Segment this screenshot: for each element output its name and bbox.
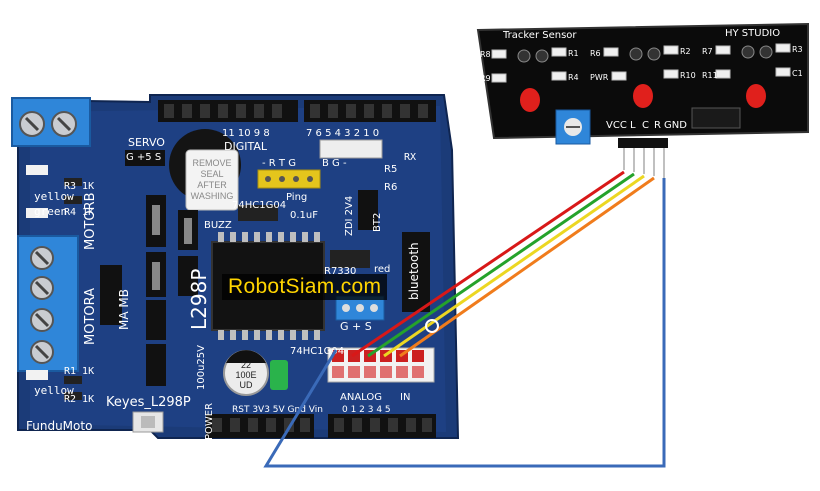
sticker-line-4: WASHING <box>191 191 234 201</box>
tracker-sensor-board: Tracker Sensor HY STUDIO R8 R1 R9 R4 R6 … <box>476 22 809 178</box>
resistor-r3: R3 1K <box>64 181 94 192</box>
cap-label: 0.1uF <box>290 210 318 221</box>
servo-pins-label: G +5 S <box>126 152 161 163</box>
tr-r7: R7 <box>702 47 713 56</box>
gs-label: G + S <box>340 320 372 333</box>
tracker-title: Tracker Sensor <box>502 30 577 41</box>
zdi-label: ZDI 2V4 <box>344 196 355 236</box>
servo-label: SERVO <box>128 136 165 149</box>
ping-pins-label: - R T G <box>262 158 296 169</box>
power-label: POWER <box>204 403 215 440</box>
resistor-r7330: R7330 <box>324 266 356 277</box>
ping-label: Ping <box>286 192 307 203</box>
wire-left <box>367 172 635 358</box>
ma-mb-label: MA MB <box>117 289 131 330</box>
led-label-yellow-2: yellow <box>34 384 74 397</box>
resistor-r1: R1 1K <box>64 366 94 377</box>
power-header <box>206 414 314 438</box>
tr-r10: R10 <box>680 71 696 80</box>
wire-vcc <box>351 170 625 358</box>
bt2-label: BT2 <box>372 213 383 232</box>
tr-pwr: PWR <box>590 73 609 82</box>
sticker-line-3: AFTER <box>197 180 227 190</box>
power-pins-label: RST 3V3 5V Gnd Vin <box>232 405 323 415</box>
pin-vcc: VCC <box>606 120 627 131</box>
tr-r2: R2 <box>680 47 691 56</box>
sticker-line-1: REMOVE <box>192 158 231 168</box>
tr-r3: R3 <box>792 45 803 54</box>
wire-center <box>383 174 645 358</box>
tr-c1: C1 <box>792 69 803 78</box>
wire-right <box>399 176 655 358</box>
tr-r11: R11 <box>702 71 718 80</box>
analog-numbers: 0 1 2 3 4 5 <box>342 405 391 415</box>
cap-value-2: 100E <box>235 370 256 380</box>
chip-74hc1g04-2: 74HC1G04 <box>290 346 344 357</box>
sticker-line-2: SEAL <box>200 169 223 179</box>
pin-c: C <box>642 120 649 131</box>
tr-r6: R6 <box>590 49 601 58</box>
cap-value-3: UD <box>240 380 253 390</box>
digital-numbers: 11 10 9 8 <box>222 128 270 139</box>
red-label: red <box>374 264 390 275</box>
l298p-label: L298P <box>187 269 211 330</box>
buzzer-sticker <box>185 149 239 211</box>
cap-value-1: 22 <box>241 360 251 370</box>
resistor-r2: R2 1K <box>64 394 94 405</box>
bt-pins-label: B G - <box>322 158 347 169</box>
pin-r: R <box>654 120 661 131</box>
tr-r4: R4 <box>568 73 579 82</box>
brand-fundumoto: FunduMoto <box>26 419 92 433</box>
digital-numbers-2: 7 6 5 4 3 2 1 0 <box>306 128 379 139</box>
tr-r9: R9 <box>480 74 491 83</box>
chip-74hc1g04: 74HC1G04 <box>232 200 286 211</box>
wire-gnd <box>263 178 666 468</box>
in-label: IN <box>400 392 410 403</box>
buzzer-label: BUZZ <box>204 220 232 231</box>
ping-header <box>257 169 321 189</box>
model-keyes: Keyes_L298P <box>106 395 191 410</box>
connection-wires <box>263 170 666 468</box>
digital-label: DIGITAL <box>224 140 268 153</box>
led-label-green: green <box>34 205 67 218</box>
cap-voltage-label: 100u25V <box>196 345 207 390</box>
pin-l: L <box>630 120 636 131</box>
resistor-r6: R6 <box>384 182 397 193</box>
watermark: RobotSiam.com <box>222 274 388 300</box>
analog-header <box>328 414 436 438</box>
motor-shield-board: yellow green yellow R3 1K R4 1K R1 1K R2… <box>11 94 460 440</box>
analog-label: ANALOG <box>340 392 382 403</box>
bluetooth-header <box>402 232 430 312</box>
tracker-brand: HY STUDIO <box>725 28 780 39</box>
led-label-yellow-1: yellow <box>34 190 74 203</box>
tr-r1: R1 <box>568 49 579 58</box>
green-jumper <box>270 360 288 390</box>
resistor-r5: R5 <box>384 164 397 175</box>
connector-marker <box>425 319 439 333</box>
motorb-label: MOTORB <box>83 192 98 250</box>
tr-r8: R8 <box>480 50 491 59</box>
pin-gnd: GND <box>664 120 687 131</box>
resistor-r4: R4 1K <box>64 207 94 218</box>
motora-label: MOTORA <box>83 288 98 345</box>
bluetooth-label: bluetooth <box>407 242 421 300</box>
rx-label: RX <box>404 152 416 163</box>
